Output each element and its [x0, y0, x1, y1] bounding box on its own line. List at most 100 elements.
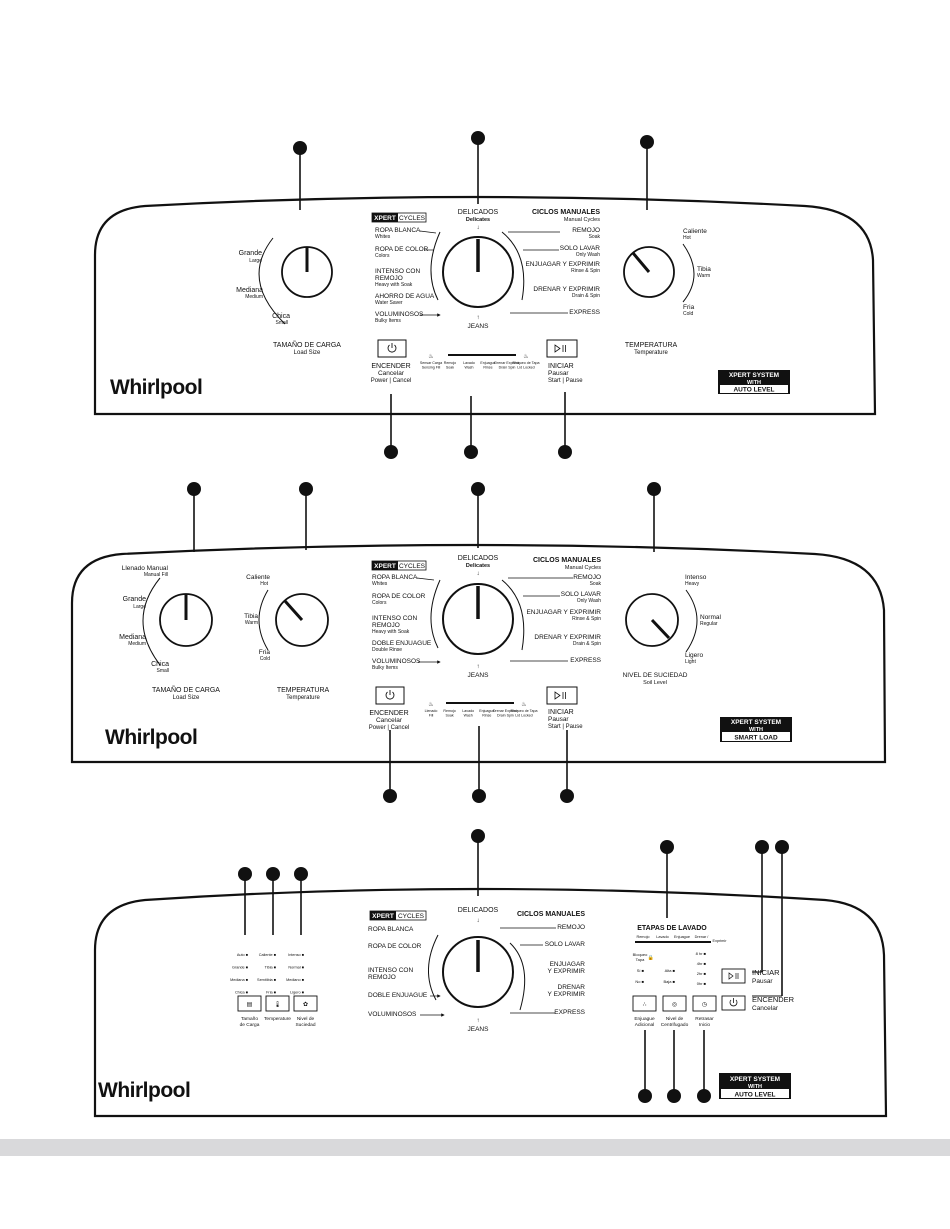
power-label: ENCENDER [369, 710, 408, 717]
callout-dot [638, 1089, 652, 1103]
power-button[interactable] [375, 686, 405, 705]
option-button-label: Nivel de [297, 1016, 315, 1022]
load-size-button[interactable] [237, 995, 262, 1012]
spin-icon: ◎ [672, 1002, 677, 1008]
cycle-express: EXPRESS [570, 657, 601, 664]
load-title-en: Load Size [294, 350, 321, 356]
badge-line-3: AUTO LEVEL [734, 1092, 775, 1099]
stage-label: Soak [446, 366, 454, 370]
cycle-whites: ROPA BLANCA [372, 574, 418, 581]
svg-text:↑: ↑ [477, 315, 480, 321]
cycle-delicates: DELICADOS [458, 209, 499, 216]
temp-hot-en: Hot [260, 581, 268, 587]
option-button-label: Centrifugado [661, 1022, 689, 1028]
start-label: INICIAR [752, 968, 780, 977]
cycle-delicates: DELICADOS [458, 907, 499, 914]
badge-line-2: WITH [748, 1084, 762, 1090]
callout-dot [667, 1089, 681, 1103]
panel-3: Auto ■Grande ■Mediana ■Chica ■Caliente ■… [93, 829, 888, 1118]
temp-cold-en: Cold [260, 656, 271, 662]
stage-label: Wash [464, 714, 473, 718]
level-load: Mediana ■ [230, 978, 249, 982]
cycle-jeans: JEANS [468, 323, 490, 330]
cycles-label: CYCLES [399, 563, 426, 570]
whirlpool-logo: Whirlpool [105, 726, 197, 749]
cycle-only-wash-en: Only Wash [577, 598, 601, 604]
soil-title-en: Soil Level [643, 680, 667, 686]
cycle-double-rinse: DOBLE ENJUAGUE [368, 992, 428, 999]
stage-label: Enjuague [479, 709, 494, 713]
load-large: Grande [239, 250, 262, 257]
svg-text:↓: ↓ [477, 571, 480, 577]
power-icon [729, 998, 738, 1007]
cycle-colors-en: Colors [372, 600, 387, 606]
cycle-heavy-soak-en: Heavy with Soak [372, 629, 410, 635]
extra-rinse-button[interactable] [632, 995, 657, 1012]
badge-line-3: AUTO LEVEL [733, 387, 774, 394]
stage-labels: LlenadoFillRemojoSoakLavadoWashEnjuagueR… [425, 709, 538, 718]
stage-label: Drain Spin [499, 366, 516, 370]
callout-dot [660, 840, 674, 854]
cycle-double-rinse: DOBLE ENJUAGUE [372, 640, 432, 647]
cycle-heavy-soak-en: Heavy with Soak [375, 282, 413, 288]
load-size-icon: ▤ [247, 1002, 253, 1008]
manual-cycles-en: Manual Cycles [564, 217, 600, 223]
stage-label: Bloqueo de Tapa [513, 361, 540, 365]
option-button-label: Enjuague [634, 1016, 655, 1022]
whirlpool-logo: Whirlpool [110, 376, 202, 399]
cycle-rinse-2: Y EXPRIMIR [548, 968, 586, 975]
cycle-drain-spin-en: Drain & Spin [572, 293, 600, 299]
start-pause-button[interactable] [546, 339, 578, 358]
power-cancel-en: Power | Cancel [371, 378, 412, 384]
delay-level: 2hr ■ [697, 971, 707, 976]
start-pause-button[interactable] [546, 686, 578, 705]
option-indicators: Sí ■No ■Alta ■Baja ■8 hr ■4hr ■2hr ■0hr … [635, 951, 706, 986]
soil-level-button[interactable] [293, 995, 318, 1012]
stage-label: Drain Spin [497, 714, 514, 718]
temp-title-en: Temperature [286, 695, 320, 701]
wash-stages-title: ETAPAS DE LAVADO [637, 925, 707, 932]
callout-dot [187, 482, 201, 496]
lid-lock-label: Bloqueo [633, 952, 648, 957]
callout-dot [384, 445, 398, 459]
wash-stage-label: Lavado [656, 935, 668, 939]
temperature-button[interactable] [265, 995, 290, 1012]
stage-label: Fill [429, 714, 434, 718]
svg-text:↑: ↑ [477, 1018, 480, 1024]
manual-cycles-title: CICLOS MANUALES [532, 209, 600, 216]
load-title: TAMAÑO DE CARGA [152, 685, 220, 694]
badge-line-3: SMART LOAD [734, 735, 778, 742]
option-level-lists: Auto ■Grande ■Mediana ■Chica ■Caliente ■… [230, 953, 305, 995]
cycle-soak-en: Soak [589, 234, 601, 240]
option-button-label: de Carga [240, 1022, 260, 1028]
badge-line-2: WITH [749, 727, 763, 733]
power-button[interactable] [377, 339, 407, 358]
cycle-delicates: DELICADOS [458, 555, 499, 562]
cycle-jeans: JEANS [468, 672, 490, 679]
stage-indicators [635, 941, 711, 943]
wash-stage-label: Exprimir [713, 939, 728, 943]
water-drops-icon: ∴ [643, 1002, 647, 1008]
spin-level-button[interactable] [662, 995, 687, 1012]
soil-light-en: Light [685, 659, 696, 665]
panel-2-outline [70, 543, 887, 764]
stage-indicators: ♨ ♨ [428, 701, 526, 708]
cycle-whites: ROPA BLANCA [368, 926, 414, 933]
manual-cycles-en: Manual Cycles [565, 565, 601, 571]
power-label: ENCENDER [752, 995, 795, 1004]
callout-dot [640, 135, 654, 149]
delay-start-button[interactable] [692, 995, 717, 1012]
cycle-heavy-soak: INTENSO CON [375, 268, 420, 275]
callout-dot [558, 445, 572, 459]
level-load: Auto ■ [237, 953, 249, 957]
temp-cold: Fria [259, 649, 271, 656]
manual-cycles-title: CICLOS MANUALES [533, 557, 601, 564]
power-cancel-label: Cancelar [376, 717, 403, 724]
power-cancel-label: Cancelar [752, 1005, 779, 1012]
cycle-only-wash: SOLO LAVAR [560, 245, 601, 252]
callout-dot [471, 482, 485, 496]
temp-title: TEMPERATURA [625, 342, 678, 349]
option-button-label: Adicional [635, 1022, 654, 1028]
soil-heavy-en: Heavy [685, 581, 700, 587]
